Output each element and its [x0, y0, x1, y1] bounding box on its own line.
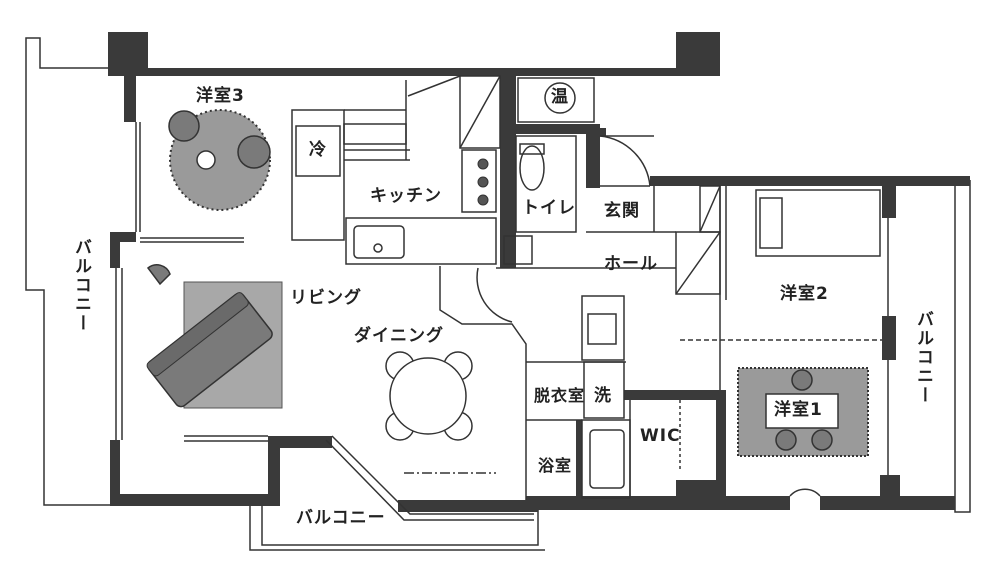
- label-entrance: 玄関: [604, 201, 640, 221]
- room1-chair-top: [791, 369, 813, 391]
- hall-storage-diagonal: [675, 231, 721, 295]
- dining-furniture: [385, 351, 473, 441]
- hall-door-swing: [476, 267, 513, 323]
- entrance-door-swing: [599, 135, 651, 187]
- kitchen-sink: [353, 225, 405, 259]
- bottom-balcony-rail: [249, 505, 545, 551]
- label-balcony-right: バルコニー: [913, 310, 933, 405]
- stove-burners: [477, 158, 489, 206]
- vanity-sink: [587, 313, 617, 345]
- label-western-room-1: 洋室1: [774, 400, 823, 420]
- washer-label: 洗: [594, 386, 611, 406]
- label-hall: ホール: [604, 254, 658, 274]
- water-heater-label: 温: [551, 87, 568, 107]
- label-dressing-room: 脱衣室: [534, 386, 586, 405]
- wall-entrance-left: [586, 128, 600, 188]
- room1-door-swing: [789, 488, 821, 497]
- label-toilet: トイレ: [522, 198, 576, 218]
- dining-table: [389, 357, 467, 435]
- wall-toilet-top: [500, 124, 600, 134]
- bay-window-inner: [331, 435, 534, 515]
- room3-chair-left: [168, 110, 200, 142]
- sink-drain: [373, 243, 383, 253]
- wall-wic-top: [624, 390, 720, 400]
- room1-chair-bottom-right: [811, 429, 833, 451]
- bed: [755, 189, 881, 257]
- bay-window-outer: [325, 439, 534, 521]
- water-heater-circle: [544, 82, 576, 114]
- toilet-tank: [519, 143, 545, 155]
- kitchen-upper-cabinet: [343, 123, 407, 145]
- dining-right-wall: [439, 266, 527, 500]
- wall-right-bottom: [880, 475, 900, 510]
- wall-right-upper: [882, 186, 896, 218]
- wall-top-left-corner: [108, 32, 148, 72]
- walls: [108, 32, 970, 512]
- wall-top: [108, 68, 720, 76]
- fridge-box: [295, 125, 341, 177]
- wall-right-mid: [882, 316, 896, 360]
- vanity: [581, 295, 625, 361]
- wall-top-right-corner: [676, 32, 720, 76]
- wall-wic-right: [716, 390, 726, 500]
- bathtub-inner: [589, 429, 625, 489]
- label-kitchen: キッチン: [370, 186, 442, 206]
- toilet-bowl: [519, 145, 545, 191]
- pantry-box: [459, 75, 501, 149]
- bottom-balcony-outline: [261, 505, 539, 546]
- washer-space: [583, 361, 625, 419]
- label-living: リビング: [290, 288, 362, 308]
- wall-left-mid: [110, 232, 136, 242]
- wall-bottom-right: [398, 500, 538, 512]
- room3-chair-right: [237, 135, 271, 169]
- left-balcony-outline: [25, 37, 120, 506]
- burner-1: [477, 158, 489, 170]
- wall-bath-left: [576, 420, 582, 498]
- burner-2: [477, 176, 489, 188]
- balcony-outlines: [25, 37, 971, 551]
- label-western-room-3: 洋室3: [196, 86, 245, 106]
- living-furniture: [146, 264, 283, 409]
- kitchen-island: [345, 217, 497, 265]
- wall-wic-bottom: [676, 480, 720, 500]
- toilet-room: [515, 135, 577, 233]
- pantry-diagonal: [459, 75, 501, 149]
- wall-left-mid-v: [110, 232, 120, 268]
- label-dining: ダイニング: [354, 326, 444, 346]
- room1-chair-bottom-left: [775, 429, 797, 451]
- stove: [461, 149, 497, 213]
- label-balcony-left: バルコニー: [71, 238, 91, 333]
- room1-desk: [765, 393, 839, 429]
- label-wic: WIC: [640, 426, 681, 446]
- room1-furniture: [737, 367, 869, 457]
- toilet-sink-box: [503, 235, 533, 265]
- wall-right-top: [650, 176, 970, 186]
- wall-bottom-left: [110, 494, 280, 506]
- room3-table: [196, 150, 216, 170]
- label-western-room-2: 洋室2: [780, 284, 829, 304]
- burner-3: [477, 194, 489, 206]
- wall-bottom-notch: [268, 436, 280, 506]
- wall-entrance-cap: [596, 128, 606, 136]
- right-balcony-outline: [954, 180, 971, 513]
- room3-furniture: [168, 109, 271, 211]
- interior-lines: [115, 75, 889, 521]
- kitchen-partition: [291, 109, 345, 241]
- wall-bottom-notch-top: [280, 436, 332, 448]
- sofa-back: [146, 292, 249, 377]
- wall-left-lower: [110, 440, 120, 505]
- wall-bottom-room1: [720, 496, 790, 510]
- label-bathroom: 浴室: [538, 456, 573, 475]
- water-heater-box: [517, 77, 595, 123]
- label-balcony-bottom: バルコニー: [296, 508, 386, 528]
- refrigerator-label: 冷: [309, 140, 326, 160]
- wall-toilet-left: [500, 68, 516, 268]
- shoe-cabinet-x: [699, 185, 721, 233]
- kitchen-diagonal: [407, 75, 461, 97]
- wall-left-upper: [124, 72, 136, 122]
- bed-pillow: [759, 197, 783, 249]
- living-armchair: [146, 264, 171, 286]
